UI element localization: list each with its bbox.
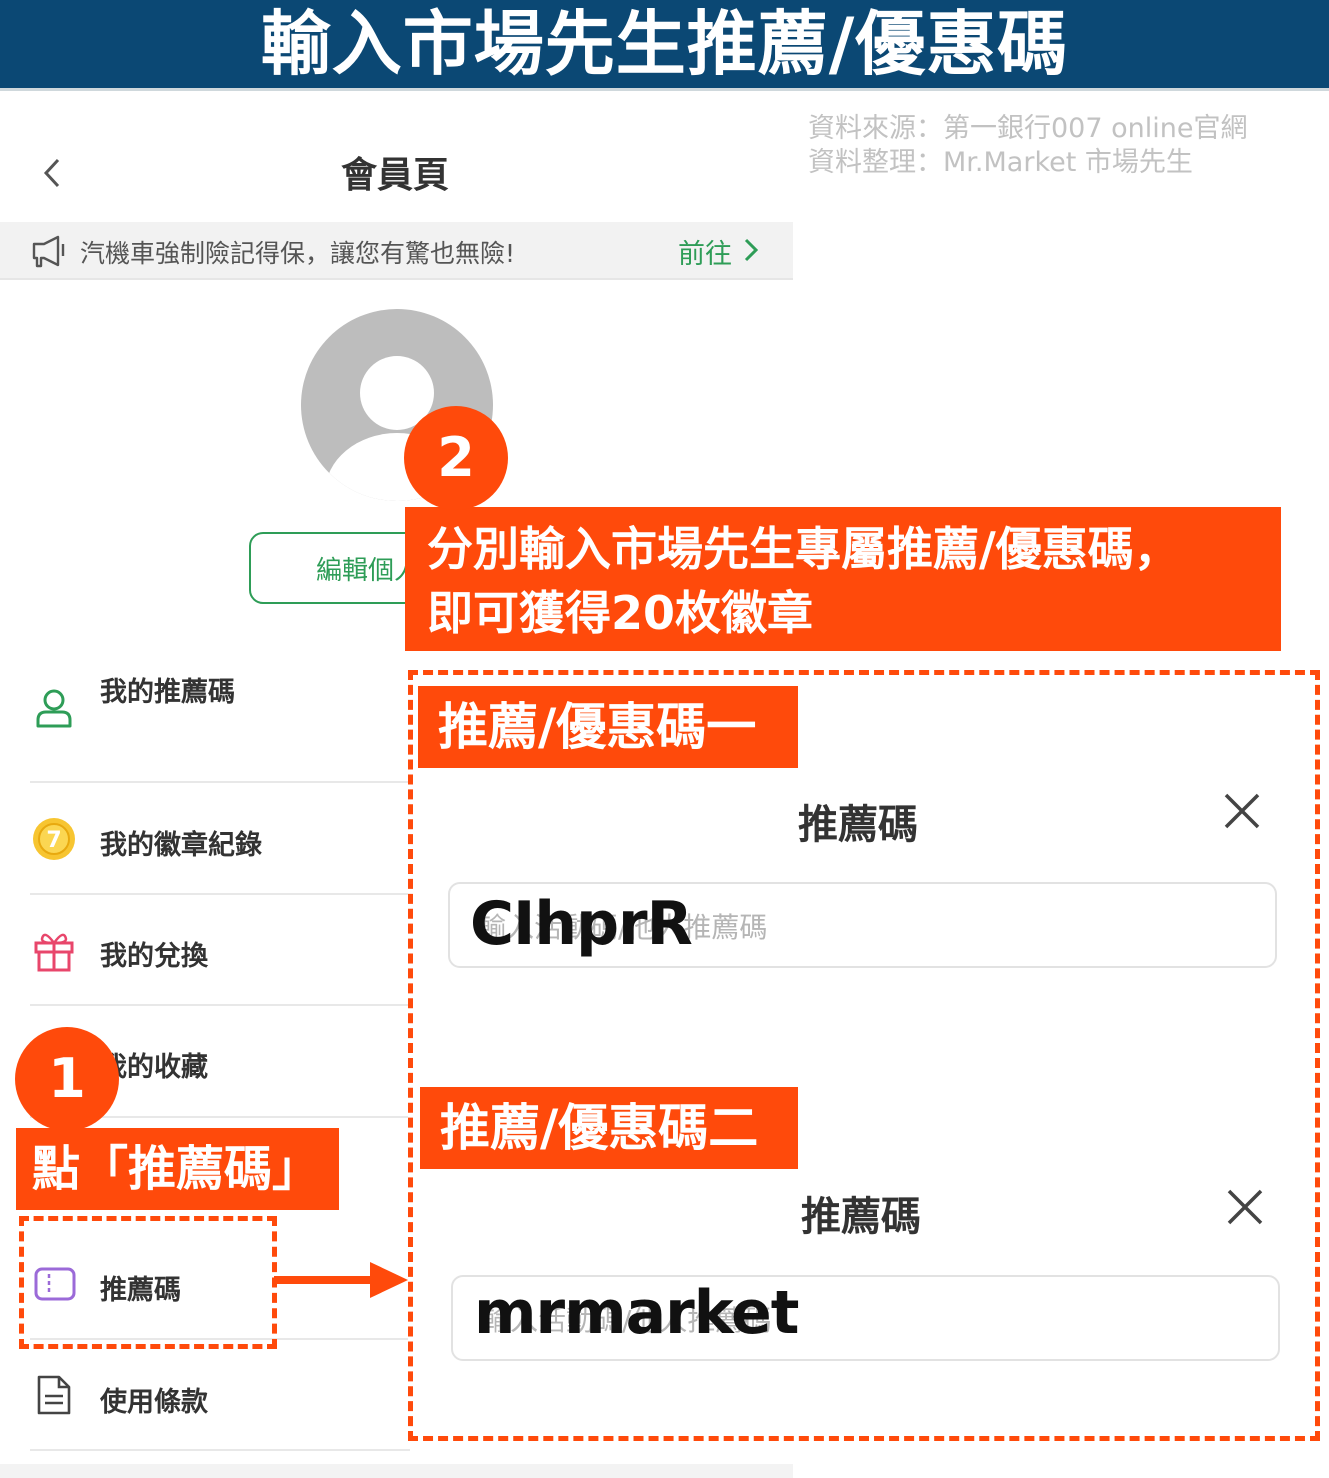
step-1-label: 點「推薦碼」 [16,1128,339,1210]
code-2-placeholder: 輸入活動碼/他人推薦碼 [482,1304,772,1337]
dialog-2-title: 推薦碼 [801,1194,921,1240]
chevron-right-icon[interactable] [740,230,760,278]
step-2-line-2: 即可獲得20枚徽章 [427,586,814,640]
divider [30,893,410,895]
arrow-right-icon [274,1260,410,1304]
dialog-1-title: 推薦碼 [798,802,918,848]
menu-item-referral-code[interactable]: 推薦碼 [100,1275,181,1306]
step-1-circle: 1 [15,1027,119,1131]
back-button[interactable] [38,150,68,196]
badge-coin-icon: 7 [32,817,76,865]
code-1-value: CIhprR [470,889,693,959]
close-icon[interactable] [1225,1184,1265,1236]
code-panel-highlight [408,670,1320,1441]
divider [30,781,410,783]
close-icon[interactable] [1222,788,1262,840]
document-icon [36,1374,72,1420]
referral-code-highlight [19,1216,277,1349]
chevron-left-icon [43,158,60,188]
menu-item-my-referral-code[interactable]: 我的推薦碼 [100,677,235,708]
divider [30,1004,410,1006]
code-2-input[interactable] [451,1275,1280,1361]
banner-title: 輸入市場先生推薦/優惠碼 [260,3,1069,85]
code-2-value: mrmarket [474,1278,799,1348]
megaphone-icon [30,234,68,268]
badge-count: 7 [46,828,61,853]
person-icon [34,688,74,734]
divider [30,1116,410,1118]
divider [30,1449,410,1451]
source-line: 資料整理：Mr.Market 市場先生 [808,147,1193,178]
promo-link[interactable]: 前往 [678,239,732,270]
code-1-input[interactable] [448,882,1277,968]
page-title: 會員頁 [340,155,449,196]
bottom-bar [0,1464,793,1478]
step-2-line-1: 分別輸入市場先生專屬推薦/優惠碼， [427,522,1180,576]
step-2-circle: 2 [404,406,508,510]
divider [30,1338,410,1340]
source-line: 資料來源：第一銀行007 online官網 [808,113,1248,144]
ticket-icon [34,1266,76,1306]
menu-item-my-redemptions[interactable]: 我的兌換 [100,941,208,972]
promo-text: 汽機車強制險記得保，讓您有驚也無險! [80,239,516,268]
header-banner [0,0,1329,91]
menu-item-terms-of-use[interactable]: 使用條款 [100,1387,208,1418]
code-2-tag: 推薦/優惠碼二 [420,1087,798,1169]
menu-item-badge-record[interactable]: 我的徽章紀錄 [100,830,262,861]
gift-icon [34,930,74,976]
step-2-label: 分別輸入市場先生專屬推薦/優惠碼， 即可獲得20枚徽章 [405,507,1281,651]
promo-bar [0,222,793,280]
edit-profile-label: 編輯個人 [316,556,421,586]
code-1-tag: 推薦/優惠碼一 [418,686,798,768]
code-1-placeholder: 輸入活動碼/他人推薦碼 [478,911,768,944]
